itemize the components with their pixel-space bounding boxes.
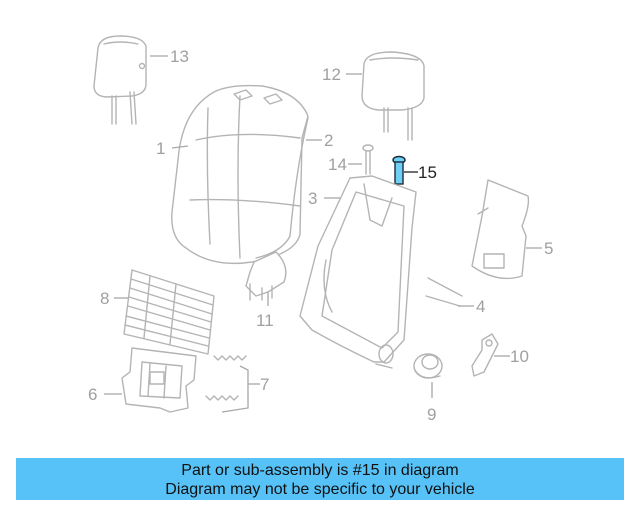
part-8-spring-mat xyxy=(123,269,215,355)
callout-3: 3 xyxy=(308,189,317,208)
callout-14: 14 xyxy=(328,155,347,174)
callout-2: 2 xyxy=(324,131,333,150)
callout-9: 9 xyxy=(427,405,436,424)
callout-11: 11 xyxy=(256,311,274,330)
part-11-bracket xyxy=(245,251,287,301)
part-5-back-panel xyxy=(471,179,530,280)
part-1-seat-back-cushion xyxy=(171,84,309,265)
callout-5: 5 xyxy=(544,239,553,258)
part-15-bolt xyxy=(392,155,406,185)
callout-7: 7 xyxy=(260,375,269,394)
seat-parts-diagram: 13 12 1 2 14 15 xyxy=(88,35,553,424)
callout-8: 8 xyxy=(100,289,109,308)
part-6-lumbar-plate xyxy=(121,347,197,413)
callout-10: 10 xyxy=(510,347,529,366)
info-banner: Part or sub-assembly is #15 in diagram D… xyxy=(16,458,624,500)
part-13-headrest xyxy=(93,35,147,125)
part-3-seat-back-frame xyxy=(299,175,417,369)
part-9-knob xyxy=(413,353,443,379)
part-12-headrest xyxy=(361,51,425,141)
callout-6: 6 xyxy=(88,385,97,404)
part-7-springs xyxy=(205,355,247,401)
part-4-strips xyxy=(425,277,463,307)
callout-1: 1 xyxy=(156,139,165,158)
part-10-lever xyxy=(471,333,499,377)
part-2-trim-panel xyxy=(255,117,309,259)
part-14-pin xyxy=(362,144,374,175)
callout-4: 4 xyxy=(476,297,485,316)
callout-13: 13 xyxy=(170,47,189,66)
callout-15: 15 xyxy=(418,163,437,182)
banner-line-1: Part or sub-assembly is #15 in diagram xyxy=(181,462,459,479)
banner-line-2: Diagram may not be specific to your vehi… xyxy=(165,481,475,498)
callout-12: 12 xyxy=(322,65,341,84)
